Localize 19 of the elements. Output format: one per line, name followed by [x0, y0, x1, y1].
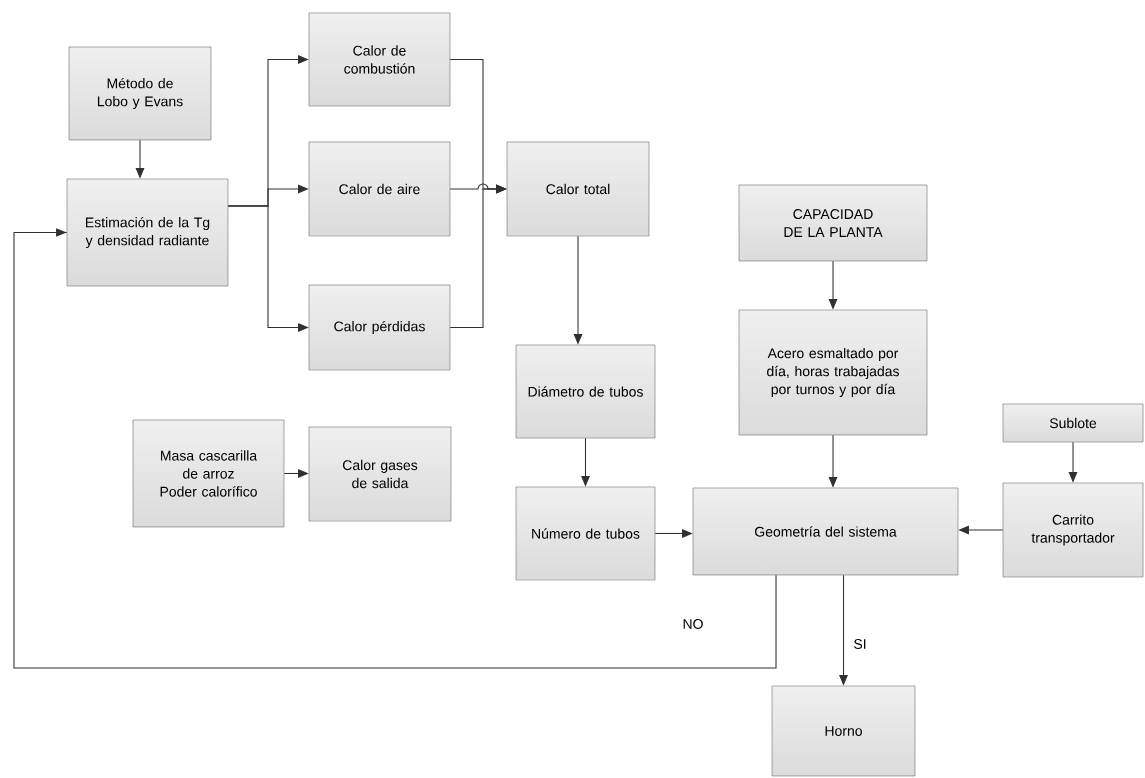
process-box: Sublote	[1002, 403, 1144, 443]
edge-label: SI	[852, 637, 868, 651]
process-box: Método de Lobo y Evans	[68, 46, 212, 141]
process-box: Estimación de la Tg y densidad radiante	[66, 178, 229, 287]
process-box: Geometría del sistema	[692, 487, 959, 576]
process-box: Horno	[771, 685, 916, 777]
arrow	[13, 228, 777, 669]
process-box: Carrito transportador	[1002, 482, 1144, 578]
process-box: Calor total	[506, 141, 650, 237]
process-box: Diámetro de tubos	[515, 344, 656, 439]
process-box: CAPACIDAD DE LA PLANTA	[738, 184, 928, 262]
process-box: Calor pérdidas	[308, 284, 451, 371]
process-box: Calor de aire	[308, 141, 451, 237]
process-box: Número de tubos	[515, 486, 656, 581]
edge-label: NO	[681, 617, 705, 631]
process-box: Calor gases de salida	[308, 426, 452, 522]
process-box: Acero esmaltado por día, horas trabajadas por turnos y por día	[738, 309, 928, 436]
process-box: Calor de combustión	[308, 12, 451, 107]
process-box: Masa cascarilla de arroz Poder calorífico	[132, 419, 285, 528]
